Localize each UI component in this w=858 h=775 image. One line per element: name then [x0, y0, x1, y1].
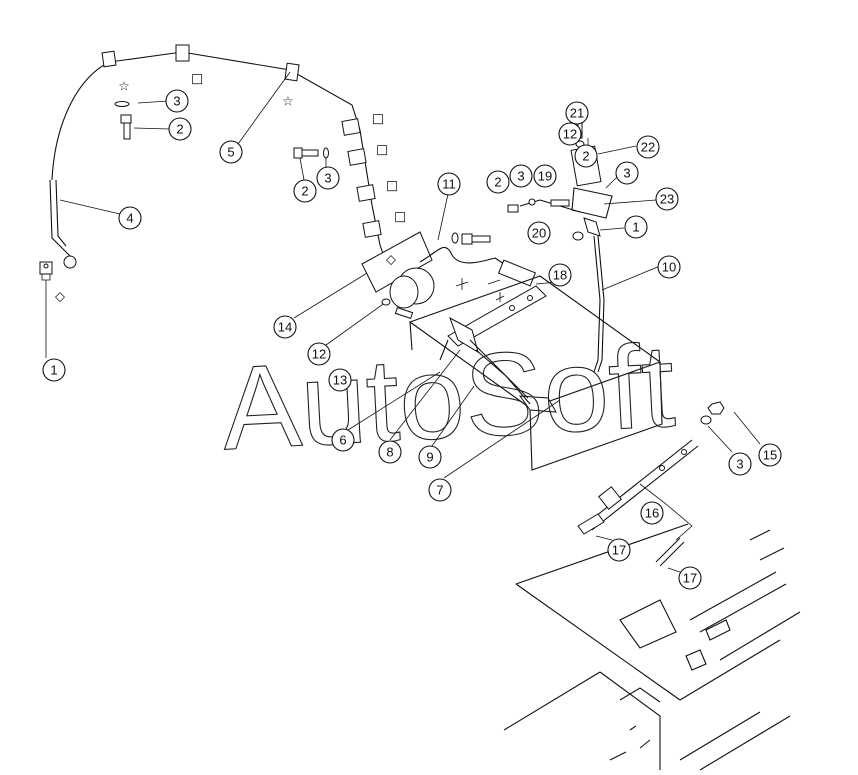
svg-text:5: 5 — [227, 145, 234, 160]
svg-text:3: 3 — [623, 166, 630, 181]
svg-text:17: 17 — [612, 543, 626, 558]
svg-text:22: 22 — [641, 140, 655, 155]
svg-text:2: 2 — [582, 149, 589, 164]
leaders-left — [59, 71, 387, 346]
callout[interactable]: 1 — [42, 358, 66, 382]
callout[interactable]: 3 — [165, 89, 189, 113]
callout[interactable]: 2 — [574, 144, 598, 168]
callout[interactable]: 8 — [378, 440, 402, 464]
svg-text:12: 12 — [563, 127, 577, 142]
callout[interactable]: 18 — [548, 263, 572, 287]
svg-text:6: 6 — [339, 433, 346, 448]
callout[interactable]: 21 — [565, 101, 589, 125]
svg-text:3: 3 — [736, 457, 743, 472]
square-symbol: □ — [386, 179, 398, 194]
callout[interactable]: 23 — [655, 187, 679, 211]
svg-text:17: 17 — [683, 571, 697, 586]
square-symbol: □ — [394, 210, 406, 225]
callout[interactable]: 7 — [428, 478, 452, 502]
callout[interactable]: 14 — [273, 315, 297, 339]
star-symbol: ☆ — [118, 80, 130, 95]
svg-text:3: 3 — [324, 171, 331, 186]
svg-text:4: 4 — [126, 211, 133, 226]
svg-text:16: 16 — [645, 506, 659, 521]
positive-cable-lower — [577, 401, 761, 573]
svg-text:23: 23 — [660, 192, 674, 207]
svg-text:14: 14 — [278, 320, 292, 335]
callout[interactable]: 4 — [118, 206, 142, 230]
square-symbol: □ — [372, 112, 384, 127]
callout[interactable]: 2 — [293, 179, 317, 203]
cable-clamps — [347, 316, 561, 479]
svg-text:2: 2 — [494, 175, 501, 190]
svg-text:11: 11 — [442, 177, 456, 192]
left-terminal — [39, 261, 53, 358]
callout[interactable]: 1 — [624, 215, 648, 239]
watermark: AutoSoft — [219, 320, 678, 476]
callout[interactable]: 10 — [657, 255, 681, 279]
svg-text:10: 10 — [662, 260, 676, 275]
machine-frame — [503, 523, 801, 771]
svg-text:15: 15 — [763, 448, 777, 463]
callout[interactable]: 15 — [758, 443, 782, 467]
battery — [408, 275, 663, 471]
svg-text:1: 1 — [50, 363, 57, 378]
square-symbol: □ — [376, 143, 388, 158]
bolt-11 — [437, 193, 491, 245]
callout[interactable]: 17 — [678, 566, 702, 590]
svg-text:20: 20 — [532, 226, 546, 241]
callout[interactable]: 11 — [437, 172, 461, 196]
square-symbol: □ — [191, 72, 203, 87]
callout[interactable]: 16 — [640, 501, 664, 525]
callout[interactable]: 12 — [307, 342, 331, 366]
callout[interactable]: 3 — [615, 161, 639, 185]
star-symbol: ☆ — [282, 95, 294, 110]
svg-text:13: 13 — [333, 373, 347, 388]
svg-text:21: 21 — [570, 106, 584, 121]
callout[interactable]: 12 — [558, 122, 582, 146]
callout[interactable]: 20 — [527, 221, 551, 245]
callout[interactable]: 13 — [328, 368, 352, 392]
svg-text:18: 18 — [553, 268, 567, 283]
callout[interactable]: 2 — [168, 117, 192, 141]
diamond-symbol: ◇ — [55, 290, 65, 305]
diamond-symbol: ◇ — [386, 253, 396, 268]
callout[interactable]: 19 — [533, 164, 557, 188]
bolt-top-left — [114, 100, 171, 140]
svg-text:12: 12 — [312, 347, 326, 362]
svg-text:3: 3 — [517, 169, 524, 184]
callout[interactable]: 3 — [316, 166, 340, 190]
battery-cable-harness — [49, 44, 389, 269]
callout[interactable]: 9 — [418, 445, 442, 469]
callout[interactable]: 6 — [331, 428, 355, 452]
svg-text:2: 2 — [301, 184, 308, 199]
svg-text:2: 2 — [176, 122, 183, 137]
callout[interactable]: 17 — [607, 538, 631, 562]
starter-motor — [361, 231, 537, 319]
svg-text:19: 19 — [538, 169, 552, 184]
svg-text:3: 3 — [173, 94, 180, 109]
svg-text:7: 7 — [436, 483, 443, 498]
callout[interactable]: 3 — [509, 164, 533, 188]
callout[interactable]: 22 — [636, 135, 660, 159]
svg-text:1: 1 — [632, 220, 639, 235]
svg-text:8: 8 — [386, 445, 393, 460]
svg-text:9: 9 — [426, 450, 433, 465]
callout[interactable]: 2 — [486, 170, 510, 194]
callout[interactable]: 5 — [219, 140, 243, 164]
callout[interactable]: 3 — [728, 452, 752, 476]
